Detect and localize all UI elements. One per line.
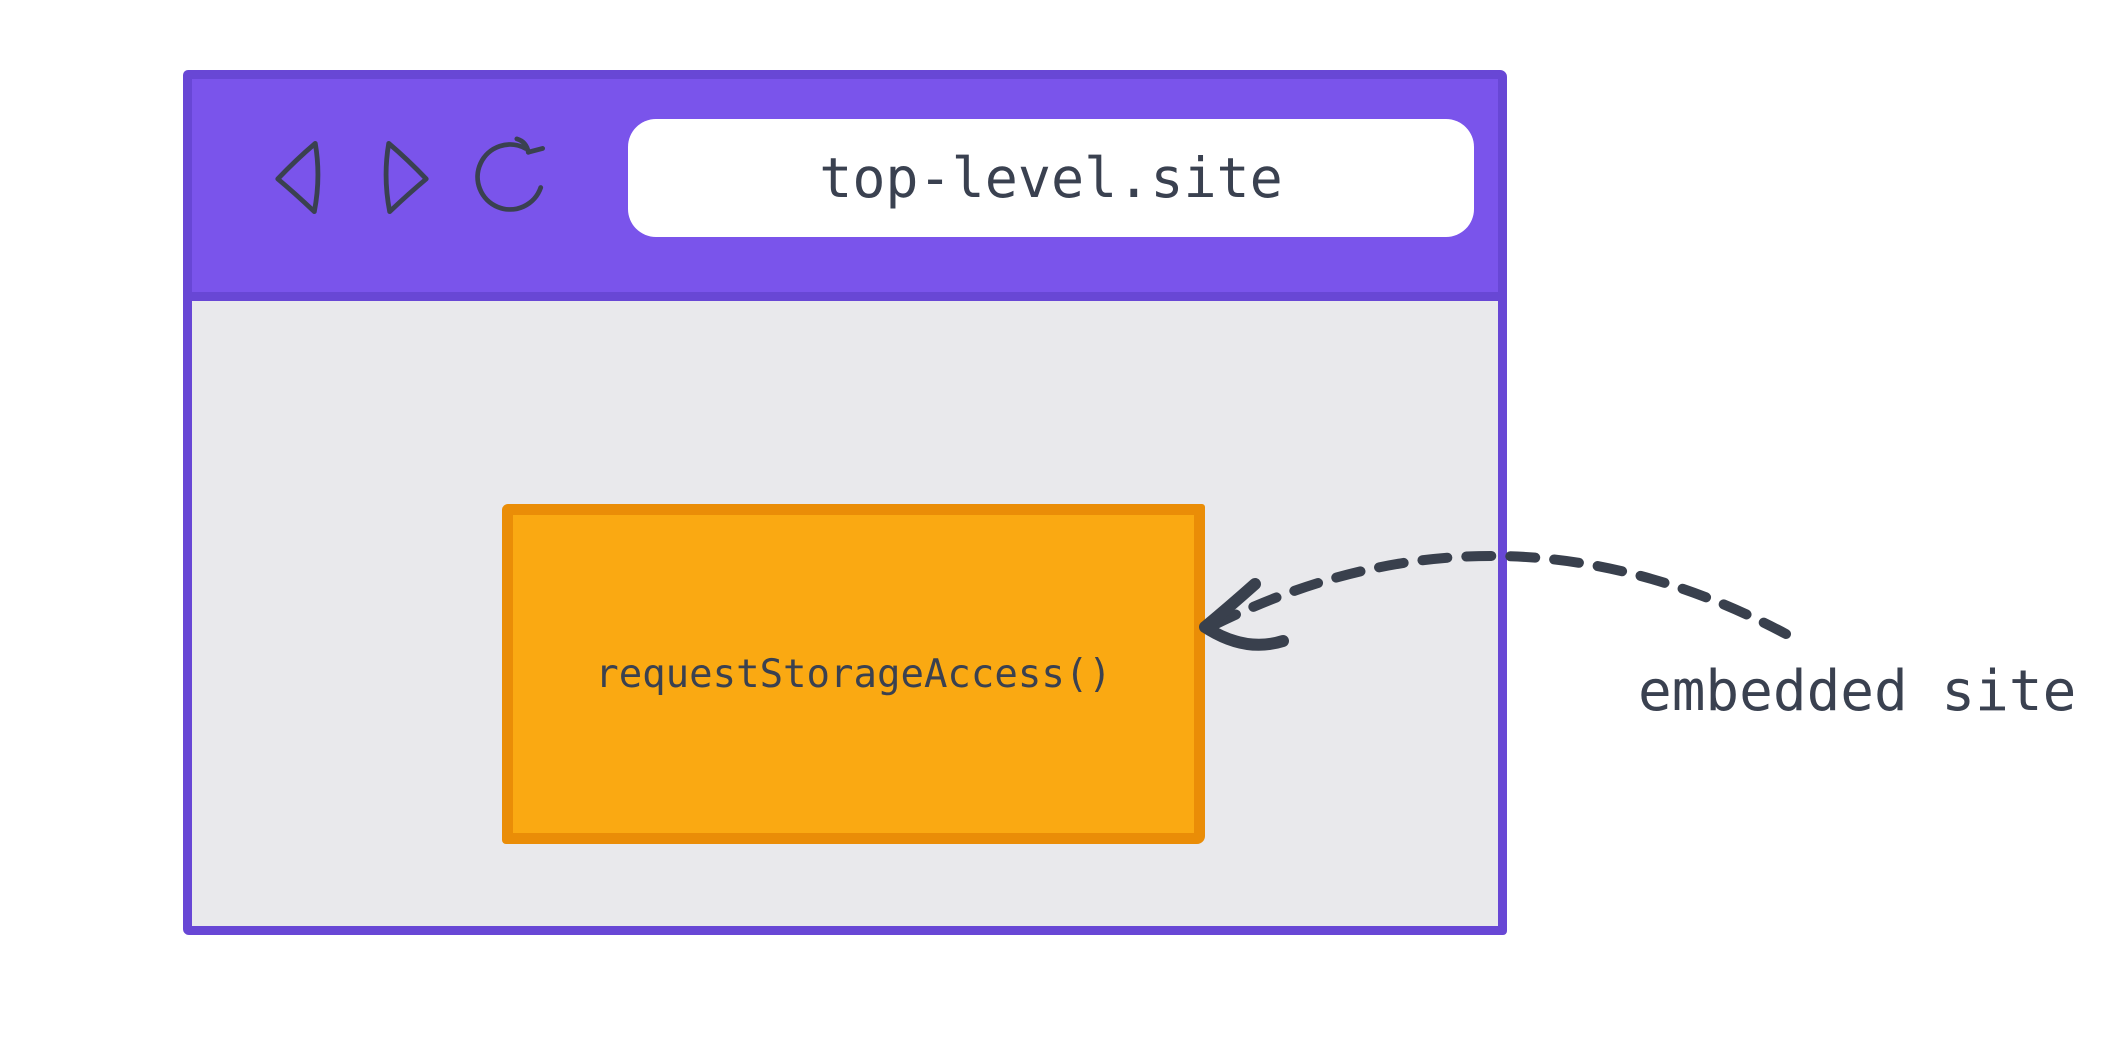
embedded-iframe[interactable]: requestStorageAccess() xyxy=(502,504,1205,844)
address-bar[interactable]: top-level.site xyxy=(628,118,1474,237)
address-url: top-level.site xyxy=(819,145,1283,210)
back-icon xyxy=(272,137,322,219)
embedded-site-label: embedded site xyxy=(1638,659,2077,724)
back-button[interactable] xyxy=(272,137,322,219)
reload-icon xyxy=(472,135,556,220)
browser-window: top-level.site requestStorageAccess() xyxy=(183,70,1507,935)
iframe-api-label: requestStorageAccess() xyxy=(595,651,1112,697)
browser-toolbar: top-level.site xyxy=(192,79,1498,301)
forward-button[interactable] xyxy=(382,137,432,219)
forward-icon xyxy=(382,137,432,219)
reload-button[interactable] xyxy=(472,135,556,220)
page-content: requestStorageAccess() xyxy=(192,301,1498,926)
